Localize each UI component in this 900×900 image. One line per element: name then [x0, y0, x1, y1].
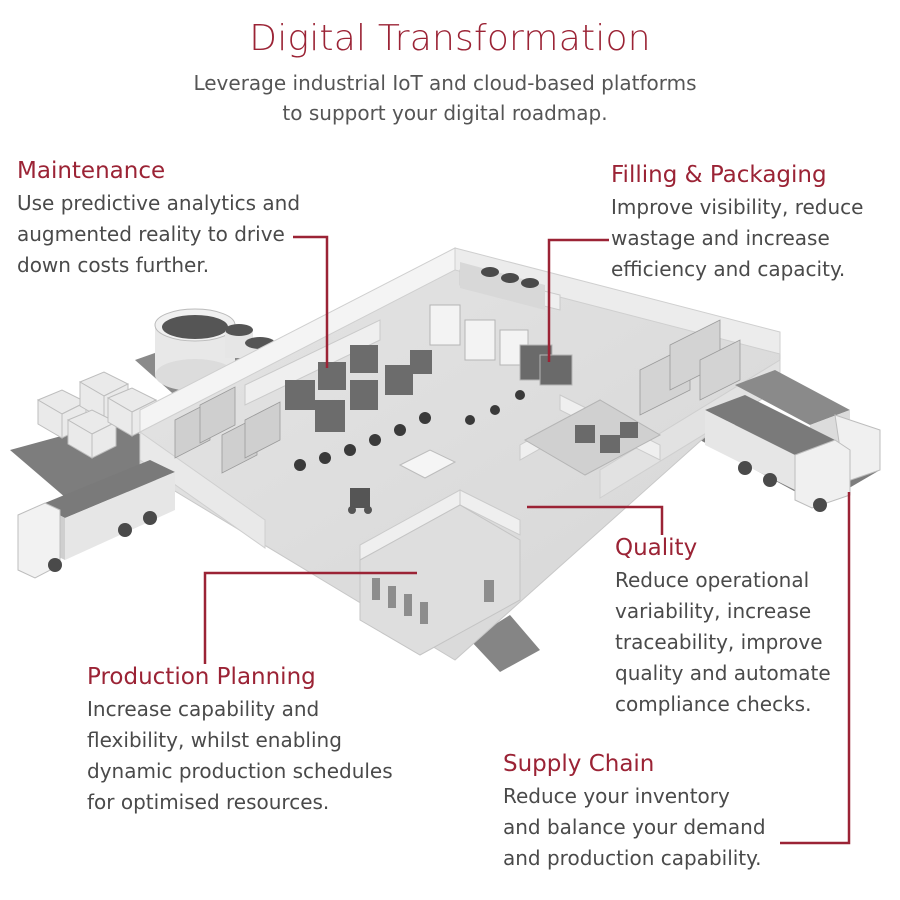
- office-block: [359, 504, 521, 656]
- callout-line: compliance checks.: [615, 692, 812, 716]
- warehouse-racks-left: [174, 386, 281, 474]
- conveyor: [294, 390, 525, 471]
- callout-line: quality and automate: [615, 661, 831, 685]
- callout-line: variability, increase: [615, 599, 812, 623]
- production-leader: [203, 571, 417, 664]
- back-wall-right: [454, 247, 781, 355]
- storage-tanks: [154, 308, 275, 391]
- callout-text: Reduce your inventory and balance your d…: [503, 781, 766, 874]
- warehouse-racks-right: [639, 319, 741, 416]
- supply-leader: [780, 492, 851, 845]
- callout-quality: Quality Reduce operational variability, …: [615, 533, 831, 720]
- callout-line: Use predictive analytics and: [17, 191, 301, 215]
- quality-leader: [527, 505, 664, 535]
- filling-machines: [429, 304, 573, 386]
- callout-line: and balance your demand: [503, 815, 766, 839]
- callout-line: dynamic production schedules: [87, 759, 393, 783]
- callout-line: down costs further.: [17, 253, 210, 277]
- floor-pallets: [398, 449, 457, 479]
- callout-text: Improve visibility, reduce wastage and i…: [611, 192, 863, 285]
- callout-line: Improve visibility, reduce: [611, 195, 864, 219]
- truck-left: [17, 460, 175, 579]
- callout-title: Production Planning: [87, 664, 316, 690]
- callout-line: traceability, improve: [615, 630, 823, 654]
- callout-title: Filling & Packaging: [611, 162, 827, 188]
- subtitle-line: to support your digital roadmap.: [282, 101, 608, 125]
- callout-filling-packaging: Filling & Packaging Improve visibility, …: [611, 160, 863, 285]
- callout-line: for optimised resources.: [87, 790, 330, 814]
- callout-text: Reduce operational variability, increase…: [615, 565, 831, 720]
- maintenance-machines: [285, 345, 432, 432]
- truck-right-front: [705, 395, 851, 512]
- callout-line: and production capability.: [503, 846, 762, 870]
- callout-text: Increase capability and flexibility, whi…: [87, 694, 393, 818]
- callout-line: Reduce operational: [615, 568, 810, 592]
- callout-maintenance: Maintenance Use predictive analytics and…: [17, 156, 300, 281]
- callout-lines: [203, 235, 851, 845]
- callout-line: efficiency and capacity.: [611, 257, 846, 281]
- subtitle-line: Leverage industrial IoT and cloud-based …: [193, 71, 697, 95]
- page-title: Digital Transformation: [249, 18, 651, 59]
- drum-room: [460, 262, 545, 310]
- callout-line: Increase capability and: [87, 697, 320, 721]
- callout-title: Supply Chain: [503, 751, 655, 777]
- callout-line: Reduce your inventory: [503, 784, 730, 808]
- office-windows: [372, 578, 494, 624]
- callout-production-planning: Production Planning Increase capability …: [87, 662, 393, 818]
- forklift: [348, 488, 372, 514]
- callout-line: wastage and increase: [611, 226, 830, 250]
- drums: [481, 267, 539, 288]
- front-wall-left: [139, 431, 266, 549]
- page-subtitle: Leverage industrial IoT and cloud-based …: [165, 68, 725, 128]
- filling-leader: [547, 238, 609, 362]
- callout-title: Quality: [615, 535, 698, 561]
- maintenance-leader: [293, 235, 329, 368]
- outdoor-crates: [36, 371, 158, 459]
- callout-supply-chain: Supply Chain Reduce your inventory and b…: [503, 749, 766, 874]
- callout-title: Maintenance: [17, 158, 166, 184]
- callout-line: flexibility, whilst enabling: [87, 728, 342, 752]
- callout-line: augmented reality to drive: [17, 222, 285, 246]
- callout-text: Use predictive analytics and augmented r…: [17, 188, 300, 281]
- lab-equipment: [575, 422, 638, 453]
